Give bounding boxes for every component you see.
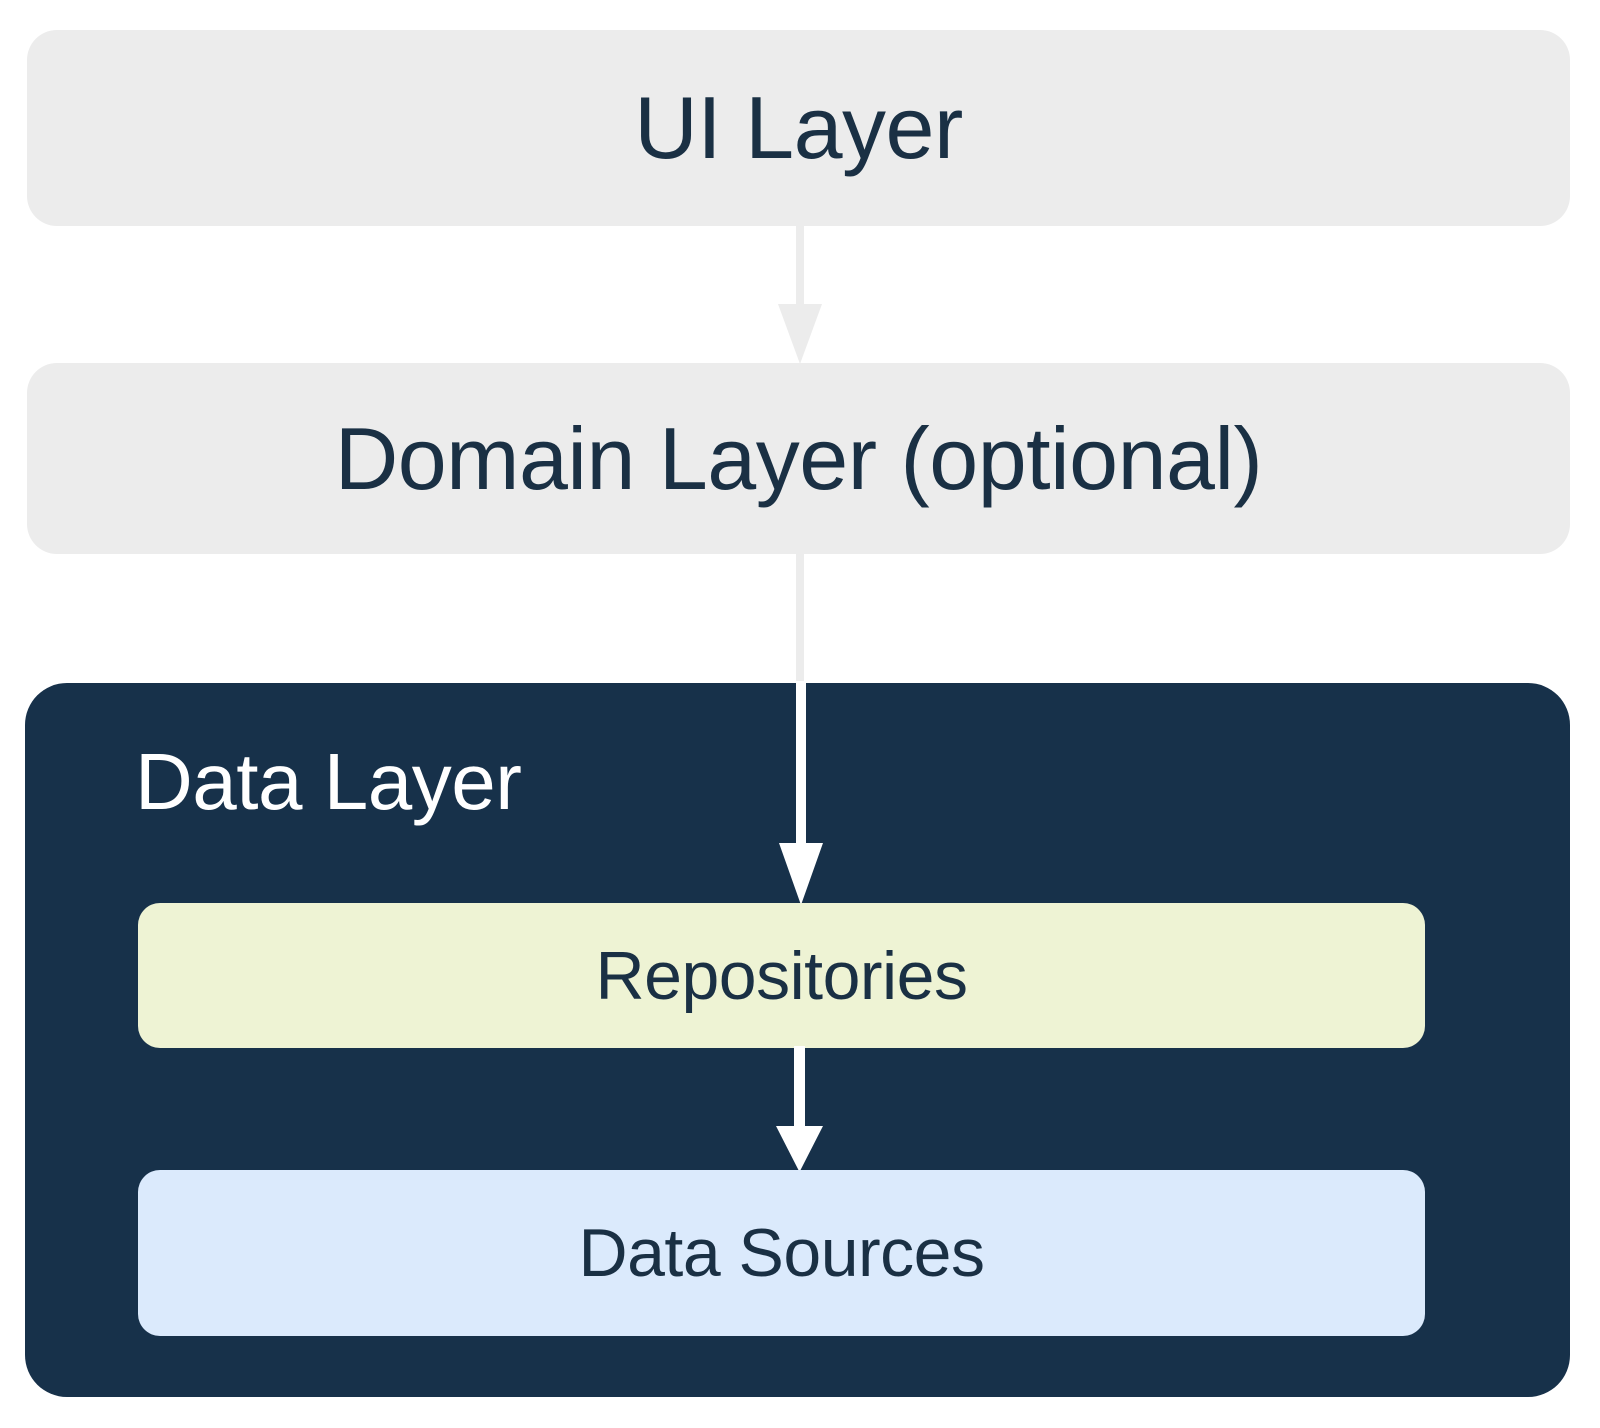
down-arrow-icon-ui-to-domain xyxy=(778,224,822,364)
ui-layer-label: UI Layer xyxy=(634,78,963,177)
repositories-box[interactable]: Repositories xyxy=(138,903,1425,1048)
data-sources-box[interactable]: Data Sources xyxy=(138,1170,1425,1336)
down-arrow-icon-domain-to-repositories-shaft xyxy=(796,552,804,684)
data-sources-label: Data Sources xyxy=(578,1215,985,1291)
domain-layer-box[interactable]: Domain Layer (optional) xyxy=(27,363,1570,554)
domain-layer-label: Domain Layer (optional) xyxy=(334,408,1263,508)
data-layer-label: Data Layer xyxy=(135,737,522,826)
repositories-label: Repositories xyxy=(595,937,968,1014)
ui-layer-box[interactable]: UI Layer xyxy=(27,30,1570,226)
